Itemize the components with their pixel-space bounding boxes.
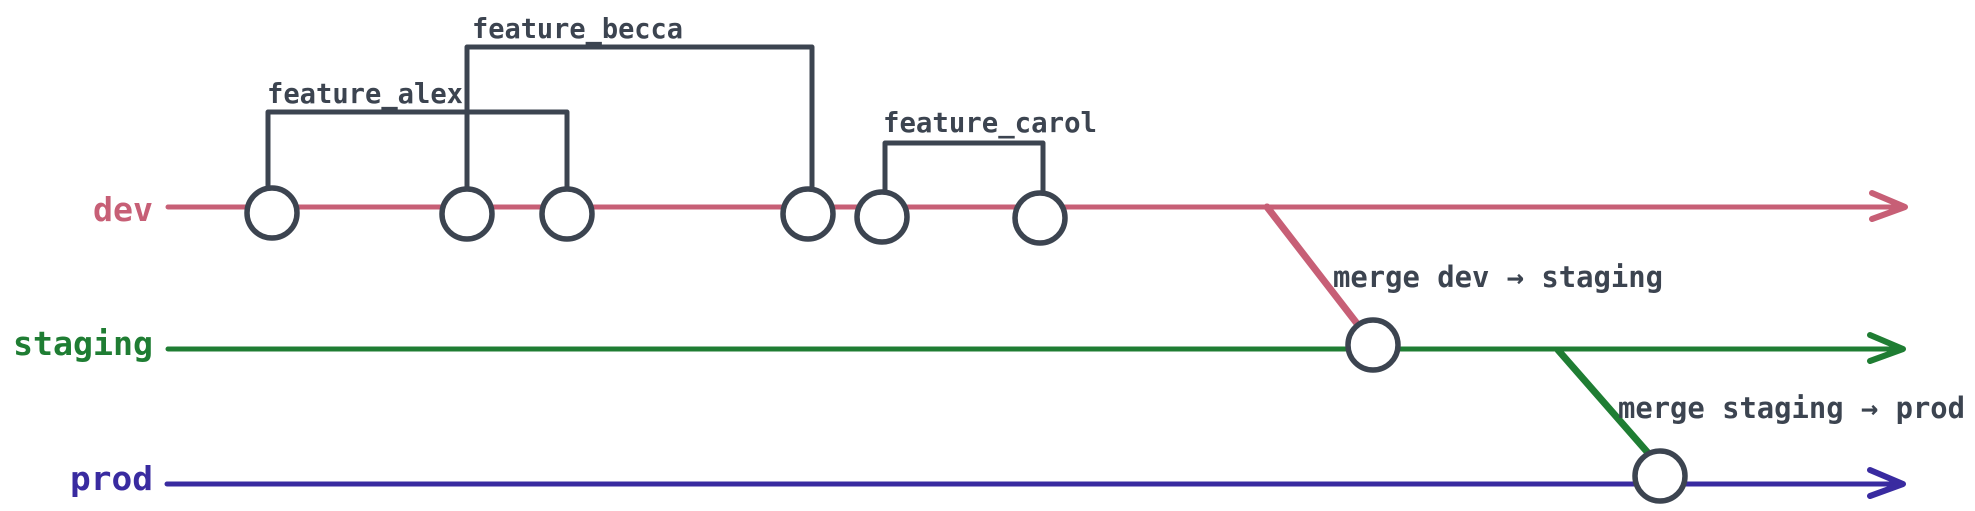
- branch-label-prod: prod: [70, 459, 153, 498]
- commit-nodes-layer: [244, 185, 1688, 504]
- branch-label-dev: dev: [93, 190, 153, 229]
- merge-dev-staging-line: [1263, 203, 1366, 334]
- merge-staging-prod-label: merge staging → prod: [1618, 391, 1965, 425]
- label-feature-alex: feature_alex: [267, 77, 463, 110]
- label-feature-becca: feature_becca: [472, 12, 683, 45]
- label-feature-carol: feature_carol: [883, 106, 1097, 139]
- commit-node-dev: [539, 186, 595, 242]
- bracket-feature-carol: [882, 140, 1046, 196]
- commit-node-dev: [439, 186, 495, 242]
- merge-staging-prod-line: [1554, 346, 1653, 458]
- commit-node-prod: [1632, 448, 1688, 504]
- bracket-feature-becca: [464, 44, 815, 192]
- arrowhead-icon-dev: [1869, 190, 1908, 222]
- commit-node-dev: [854, 189, 910, 245]
- merge-arrows-layer: [1263, 203, 1653, 458]
- commit-node-dev: [244, 185, 300, 241]
- arrowhead-icon-staging: [1867, 332, 1906, 364]
- feature-brackets-layer: [265, 44, 1046, 196]
- labels-layer: dev staging prod feature_alex feature_beccaf…: [13, 12, 1965, 498]
- branch-label-staging: staging: [13, 324, 153, 363]
- arrowhead-icon-prod: [1867, 467, 1906, 499]
- commit-node-dev: [780, 186, 836, 242]
- merge-dev-staging-label: merge dev → staging: [1333, 260, 1663, 294]
- bracket-feature-alex: [265, 109, 570, 192]
- commit-node-staging: [1345, 317, 1401, 373]
- commit-node-dev: [1012, 190, 1068, 246]
